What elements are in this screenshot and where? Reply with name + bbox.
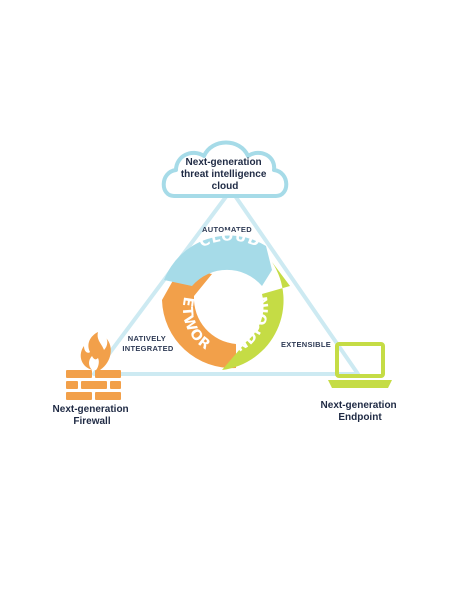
- firewall-label-line-1: Next-generation: [53, 404, 129, 415]
- firewall-label-line-2: Firewall: [73, 416, 110, 427]
- cloud-icon: [161, 140, 289, 198]
- edge-label-automated: AUTOMATED: [202, 225, 252, 234]
- cloud-label-line-3: cloud: [212, 181, 239, 192]
- edge-label-natively-integrated: NATIVELY INTEGRATED: [122, 334, 173, 353]
- cycle-label-cloud-path: CLOUD: [197, 228, 262, 251]
- endpoint-label-line-2: Endpoint: [338, 412, 382, 423]
- cloud-label-line-1: Next-generation: [186, 157, 262, 168]
- endpoint-node-label: Next-generation Endpoint: [321, 400, 400, 423]
- endpoint-label-line-1: Next-generation: [321, 400, 397, 411]
- cloud-node-label: Next-generation threat intelligence clou…: [181, 157, 269, 192]
- laptop-icon: [328, 342, 392, 388]
- triangle-frame: [92, 188, 360, 376]
- cycle-segment-endpoint: [222, 262, 290, 370]
- firewall-icon: [66, 332, 121, 400]
- cloud-label-line-2: threat intelligence: [181, 169, 267, 180]
- cycle-segment-network: [162, 268, 236, 369]
- edge-label-natively: NATIVELY: [128, 334, 166, 343]
- edge-label-integrated: INTEGRATED: [122, 344, 173, 353]
- cycle-label-cloud: CLOUD: [197, 228, 263, 251]
- firewall-node-label: Next-generation Firewall: [53, 404, 132, 427]
- edge-label-extensible: EXTENSIBLE: [281, 340, 331, 349]
- cycle-segment-cloud: [164, 235, 272, 286]
